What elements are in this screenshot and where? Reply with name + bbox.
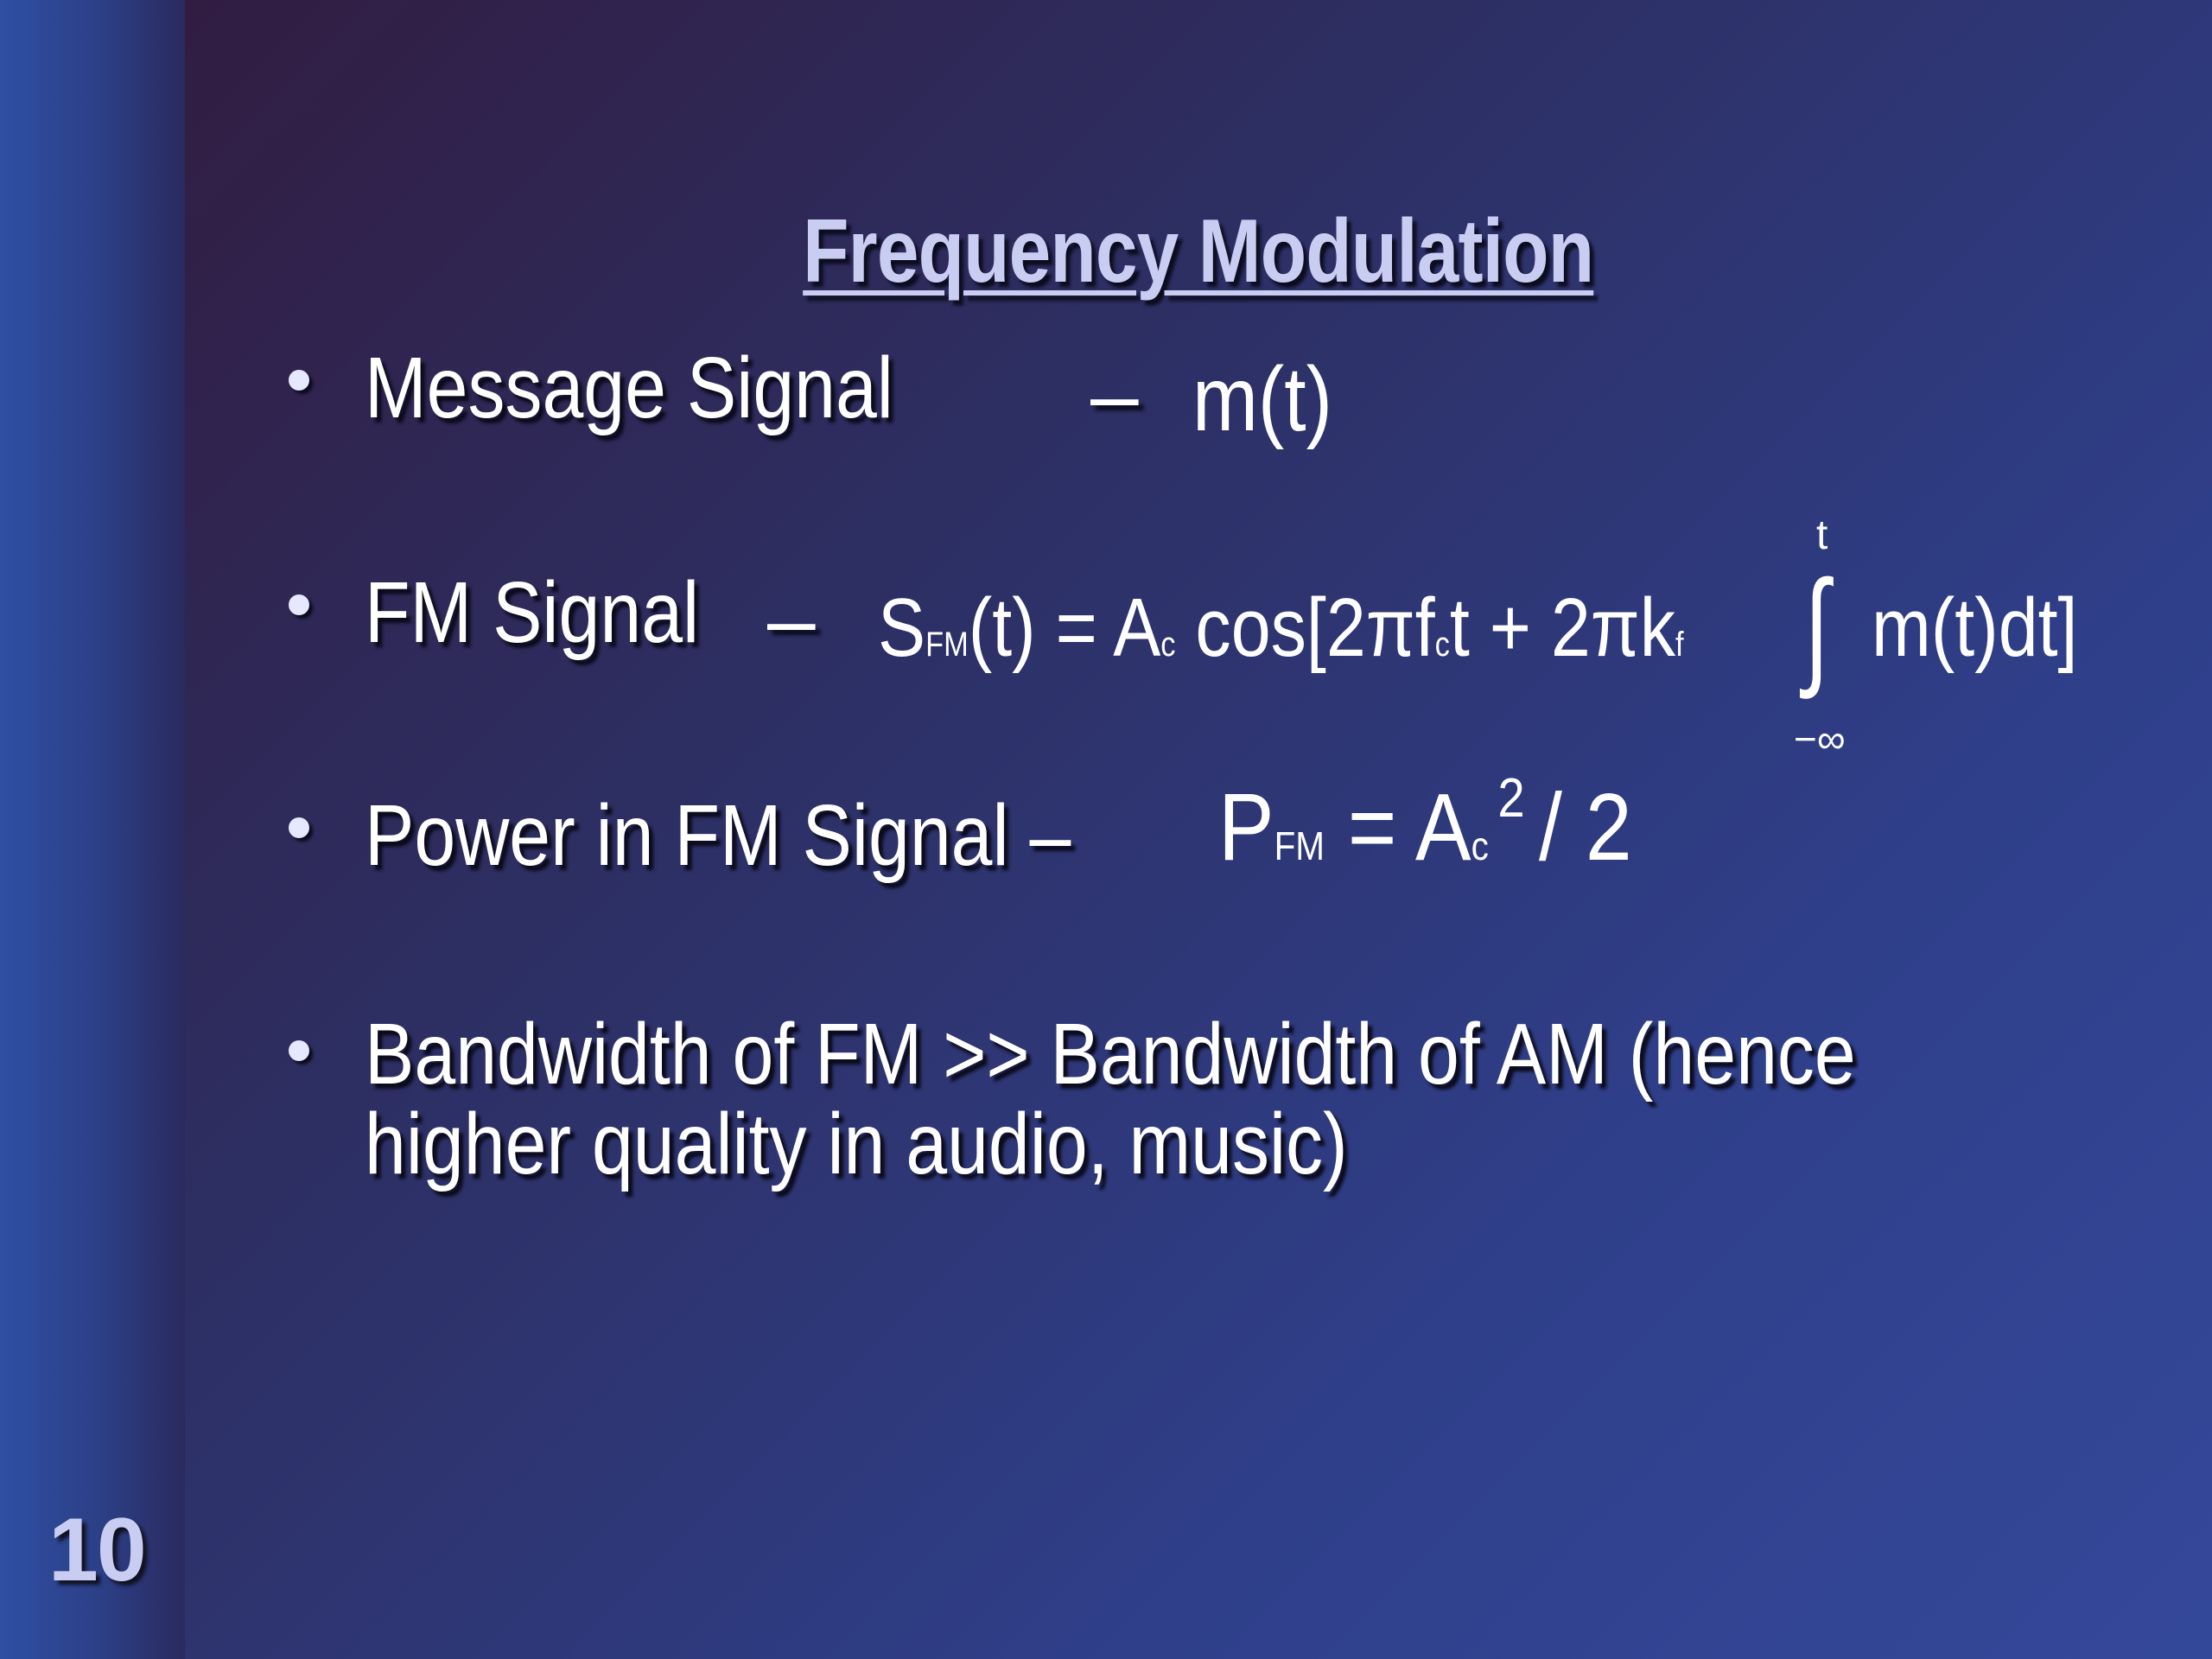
- formula-eq-start: (t) = A: [968, 582, 1161, 674]
- integral-sign: ∫: [1804, 554, 1829, 699]
- bullet-label-line1: Bandwidth of FM >> Bandwidth of AM (henc…: [365, 1006, 1856, 1103]
- bullet-dot: [289, 817, 309, 838]
- integral-upper-limit: t: [1816, 512, 1828, 558]
- bullet-label-line2: higher quality in audio, music): [365, 1096, 1348, 1192]
- bullet-label: Power in FM Signal –: [365, 787, 1071, 884]
- formula-end: m(t)dt]: [1872, 582, 2078, 674]
- formula-k-sub: f: [1675, 626, 1684, 664]
- fm-signal-formula: SFM(t) = Ac cos[2πfct + 2πkf: [878, 581, 1684, 676]
- message-formula: m(t): [1192, 348, 1332, 450]
- slide-title: Frequency Modulation: [803, 201, 1594, 302]
- formula-a-sub: c: [1471, 823, 1489, 868]
- bullet-label: FM Signal: [365, 564, 700, 661]
- bullet-dot: [289, 594, 309, 615]
- formula-eq: = A: [1347, 774, 1471, 880]
- formula-p: P: [1218, 774, 1274, 880]
- left-accent-bar: [0, 0, 185, 1659]
- integral-lower-limit: −∞: [1794, 716, 1846, 761]
- bullet-dot: [289, 370, 309, 391]
- formula-cos: cos[2πf: [1195, 582, 1435, 674]
- bullet-dash: –: [767, 571, 816, 668]
- formula-a-sup: 2: [1497, 766, 1525, 829]
- bullet-fm-signal: FM Signal: [289, 563, 753, 663]
- formula-a-sub: c: [1160, 626, 1176, 664]
- formula-p-sub: FM: [1274, 823, 1325, 868]
- formula-s: S: [878, 582, 926, 674]
- formula-f-sub: c: [1434, 626, 1450, 664]
- bullet-dash: –: [1090, 346, 1139, 443]
- bullet-dot: [289, 1040, 309, 1061]
- formula-mid: t + 2πk: [1449, 582, 1676, 674]
- bullet-bandwidth: Bandwidth of FM >> Bandwidth of AM (henc…: [289, 1006, 2093, 1192]
- formula-s-sub: FM: [925, 626, 969, 664]
- slide-number: 10: [48, 1500, 147, 1600]
- formula-tail: / 2: [1539, 774, 1632, 880]
- slide-title-container: Frequency Modulation: [0, 200, 2212, 303]
- bullet-label: Message Signal: [365, 340, 893, 436]
- bullet-message-signal: Message Signal: [289, 339, 980, 438]
- power-formula: PFM = Ac2 / 2: [1218, 766, 1632, 882]
- bullet-power-fm: Power in FM Signal –: [289, 786, 1185, 886]
